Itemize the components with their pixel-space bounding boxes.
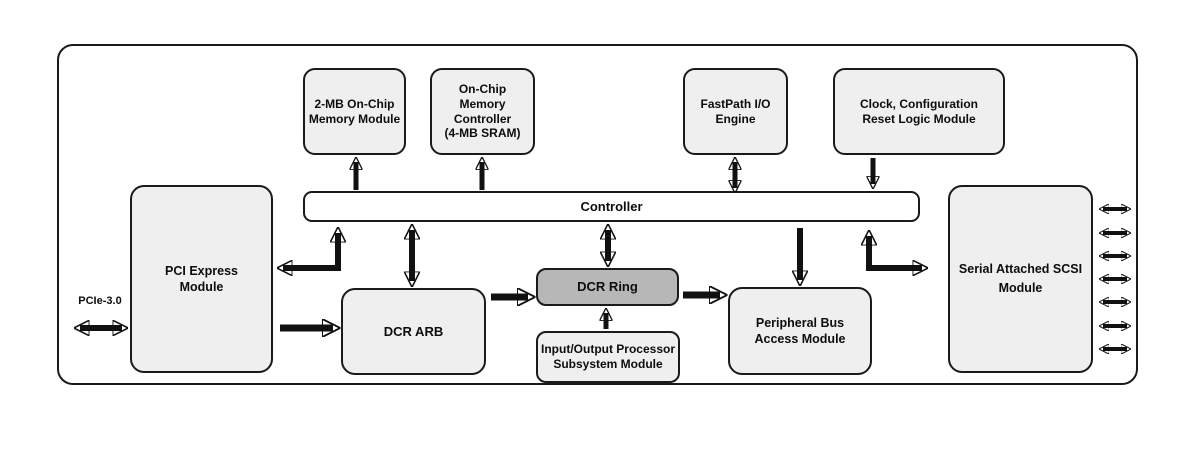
box-dcr-arb: DCR ARB [341,288,486,375]
box-onchip-memory-controller: On-Chip Memory Controller (4-MB SRAM) [430,68,535,155]
box-serial-attached-scsi-module: Serial Attached SCSI Module [948,185,1093,373]
box-clock-configuration-reset-logic: Clock, Configuration Reset Logic Module [833,68,1005,155]
box-label: DCR Ring [577,279,638,295]
pcie-3-0-label: PCIe-3.0 [78,295,122,307]
box-2mb-onchip-memory-module: 2-MB On-Chip Memory Module [303,68,406,155]
box-label: FastPath I/O Engine [700,96,771,126]
box-label: Serial Attached SCSI Module [958,261,1083,295]
box-controller: Controller [303,191,920,222]
box-label: DCR ARB [383,323,444,339]
box-dcr-ring: DCR Ring [536,268,679,306]
box-label: PCI Express Module [165,263,238,294]
box-label: Input/Output Processor Subsystem Module [541,342,676,371]
box-label: Controller [580,198,643,214]
box-label: 2-MB On-Chip Memory Module [308,96,401,126]
box-label: On-Chip Memory Controller (4-MB SRAM) [444,82,521,141]
box-fastpath-io-engine: FastPath I/O Engine [683,68,788,155]
box-label: Clock, Configuration Reset Logic Module [860,96,978,126]
box-peripheral-bus-access-module: Peripheral Bus Access Module [728,287,872,375]
box-pci-express-module: PCI Express Module [130,185,273,373]
box-io-processor-subsystem-module: Input/Output Processor Subsystem Module [536,331,680,383]
box-label: Peripheral Bus Access Module [754,315,846,346]
